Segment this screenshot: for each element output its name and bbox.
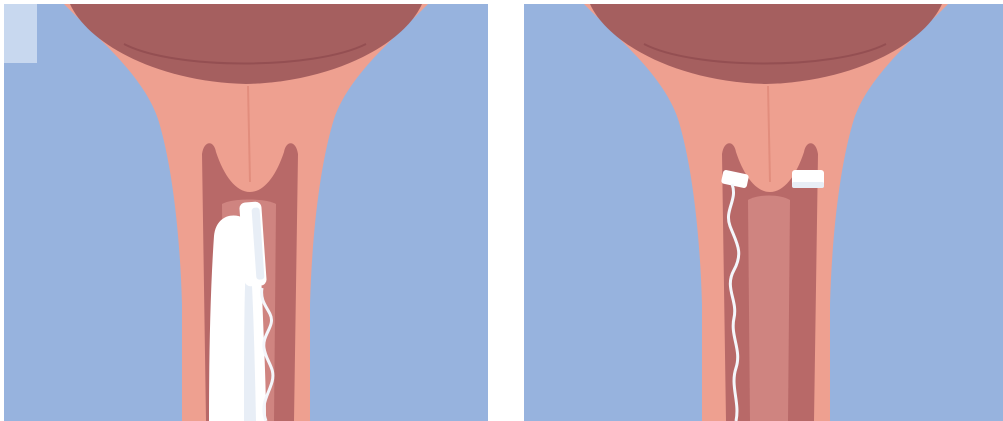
vaginal-canal-shading [748, 196, 790, 421]
corner-tab [4, 4, 37, 63]
tampon-in-place-illustration [524, 4, 1003, 421]
applicator-insertion-illustration [4, 4, 488, 421]
diagram-panel-tampon-in-place [524, 4, 1003, 421]
tampon-right-shade [792, 182, 824, 188]
diagram-panel-applicator-insertion [4, 4, 488, 421]
